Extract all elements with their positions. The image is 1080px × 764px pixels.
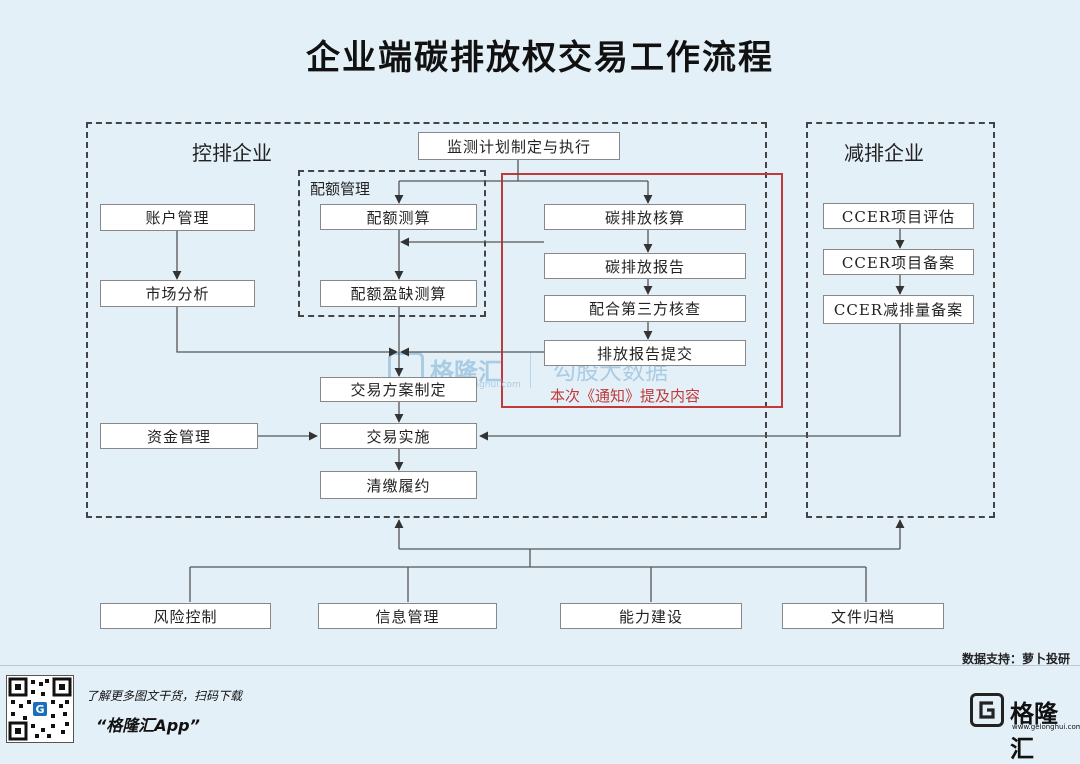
- box-account: 账户管理: [100, 204, 255, 231]
- emitter-group-label: 控排企业: [192, 141, 272, 165]
- arrow-market-plan: [176, 307, 398, 357]
- box-ccer-reduction: CCER减排量备案: [823, 295, 974, 324]
- quota-group-label: 配额管理: [310, 180, 371, 198]
- box-capacity: 能力建设: [560, 603, 742, 629]
- box-archive: 文件归档: [782, 603, 944, 629]
- qr-code: G: [6, 675, 74, 743]
- box-quota-calc: 配额测算: [320, 204, 477, 230]
- highlight-box: [501, 173, 783, 408]
- box-settlement: 清缴履约: [320, 471, 477, 499]
- highlight-note: 本次《通知》提及内容: [550, 387, 701, 405]
- box-third-party: 配合第三方核查: [544, 295, 746, 322]
- box-ccer-filing: CCER项目备案: [823, 249, 974, 275]
- quota-group: [298, 170, 486, 317]
- brand-url: www.gelonghui.com: [1012, 723, 1080, 731]
- box-carbon-accounting: 碳排放核算: [544, 204, 746, 230]
- box-market: 市场分析: [100, 280, 255, 307]
- box-risk: 风险控制: [100, 603, 271, 629]
- box-trade-exec: 交易实施: [320, 423, 477, 449]
- box-trade-plan: 交易方案制定: [320, 377, 477, 402]
- box-report-submit: 排放报告提交: [544, 340, 746, 366]
- box-ccer-eval: CCER项目评估: [823, 203, 974, 229]
- svg-text:G: G: [35, 703, 44, 716]
- reducer-group: [806, 122, 995, 518]
- footer-divider: [0, 665, 1080, 666]
- watermark-divider: [530, 352, 531, 388]
- connector-lines: [172, 160, 905, 602]
- box-carbon-report: 碳排放报告: [544, 253, 746, 279]
- box-quota-gap: 配额盈缺测算: [320, 280, 477, 307]
- emitter-group: [86, 122, 767, 518]
- data-source: 数据支持：萝卜投研: [961, 652, 1070, 666]
- brand-logo-icon: [970, 693, 1004, 727]
- box-info: 信息管理: [318, 603, 497, 629]
- box-funds: 资金管理: [100, 423, 258, 449]
- box-monitoring: 监测计划制定与执行: [418, 132, 620, 160]
- footer-line1: 了解更多图文干货，扫码下载: [86, 689, 243, 703]
- page-title: 企业端碳排放权交易工作流程: [306, 38, 774, 78]
- footer-line2: “格隆汇App”: [96, 716, 200, 735]
- reducer-group-label: 减排企业: [844, 141, 924, 165]
- arrow-reduction-exec: [479, 324, 901, 441]
